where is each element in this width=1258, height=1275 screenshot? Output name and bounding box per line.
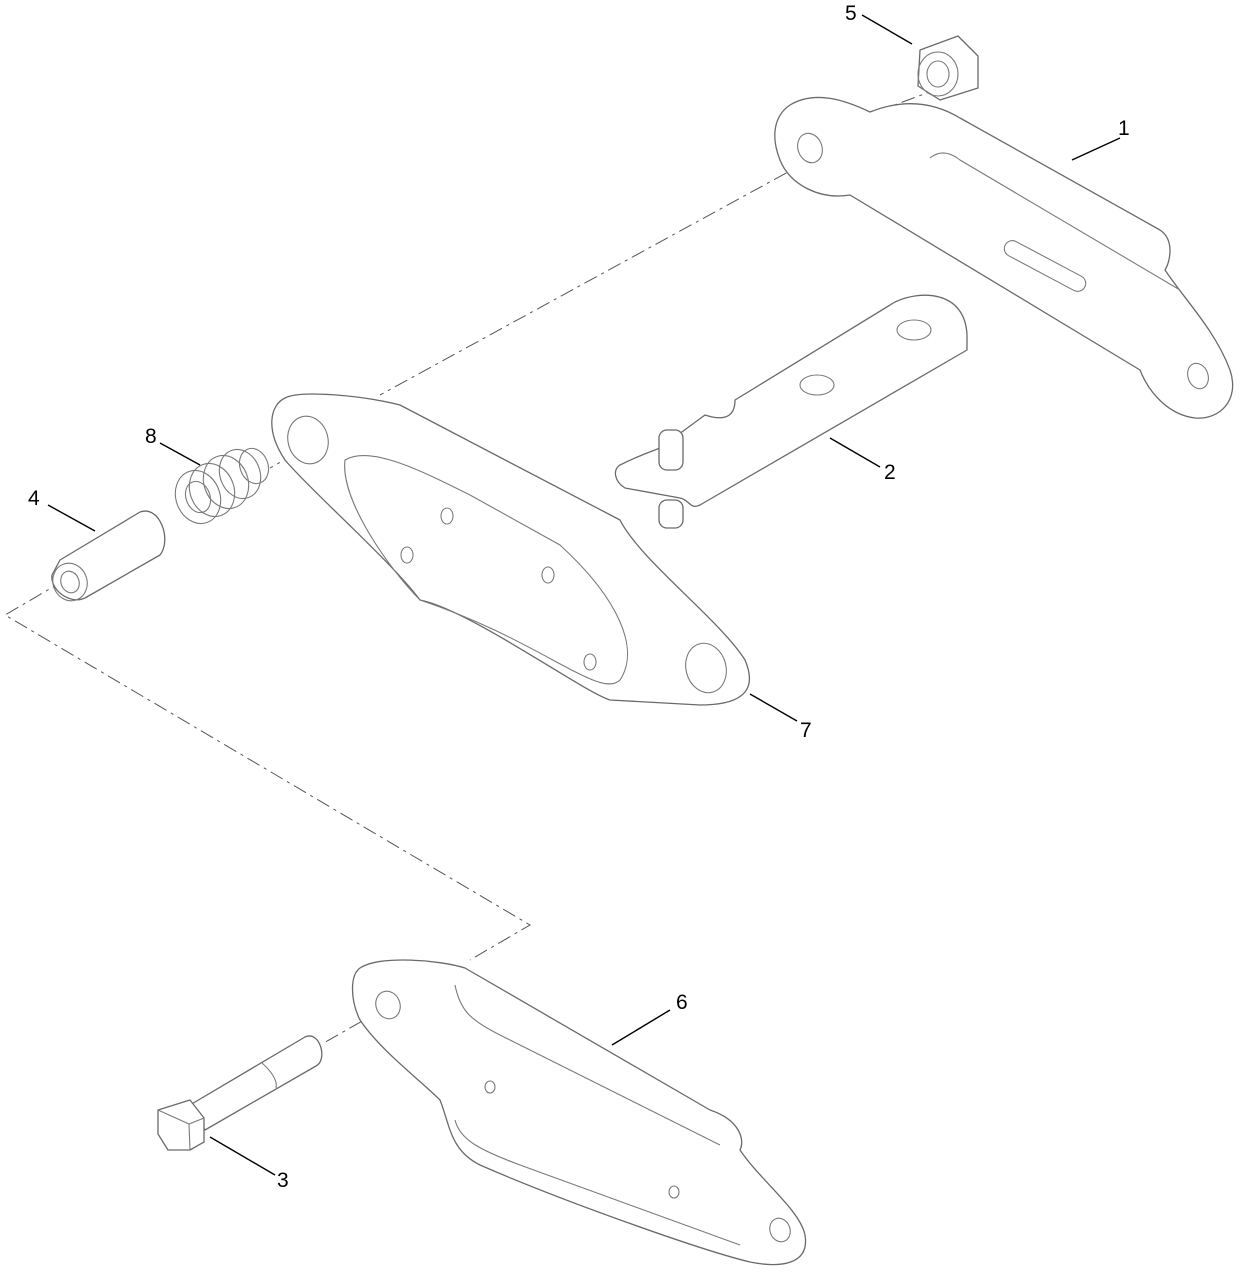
leader-8 <box>159 442 201 466</box>
part-4-spacer <box>51 510 166 602</box>
leader-3 <box>209 1136 276 1176</box>
part-3-bolt <box>157 1035 323 1151</box>
part-1-pivot-arm <box>774 96 1234 419</box>
callout-6: 6 <box>676 991 688 1014</box>
callout-4: 4 <box>28 487 40 510</box>
callout-2: 2 <box>884 461 896 484</box>
leader-5 <box>861 14 913 45</box>
leader-6 <box>611 1009 671 1046</box>
callout-7: 7 <box>800 719 812 742</box>
part-7-bracket-plate <box>271 393 751 706</box>
leader-4 <box>47 504 96 532</box>
part-6-lower-arm <box>351 959 807 1266</box>
callout-8: 8 <box>145 425 157 448</box>
part-2-link-plate <box>614 294 968 529</box>
leader-2 <box>829 437 881 468</box>
part-8-spring <box>174 447 270 525</box>
leader-1 <box>1071 137 1121 161</box>
callout-leaders <box>47 14 1121 1176</box>
callout-3: 3 <box>277 1169 289 1192</box>
callout-5: 5 <box>845 2 857 25</box>
callout-1: 1 <box>1118 117 1130 140</box>
leader-7 <box>749 693 798 722</box>
part-5-lock-nut <box>917 35 979 101</box>
